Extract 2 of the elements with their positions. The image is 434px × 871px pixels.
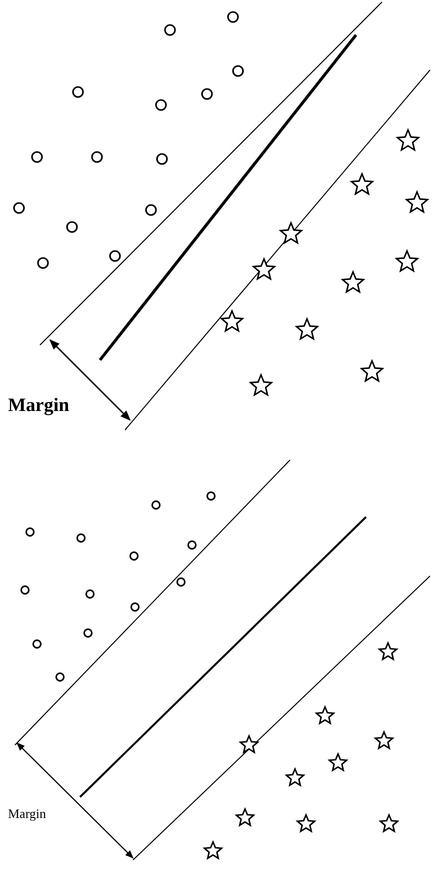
- margin-label: Margin: [8, 396, 70, 415]
- margin-label: Margin: [8, 807, 46, 820]
